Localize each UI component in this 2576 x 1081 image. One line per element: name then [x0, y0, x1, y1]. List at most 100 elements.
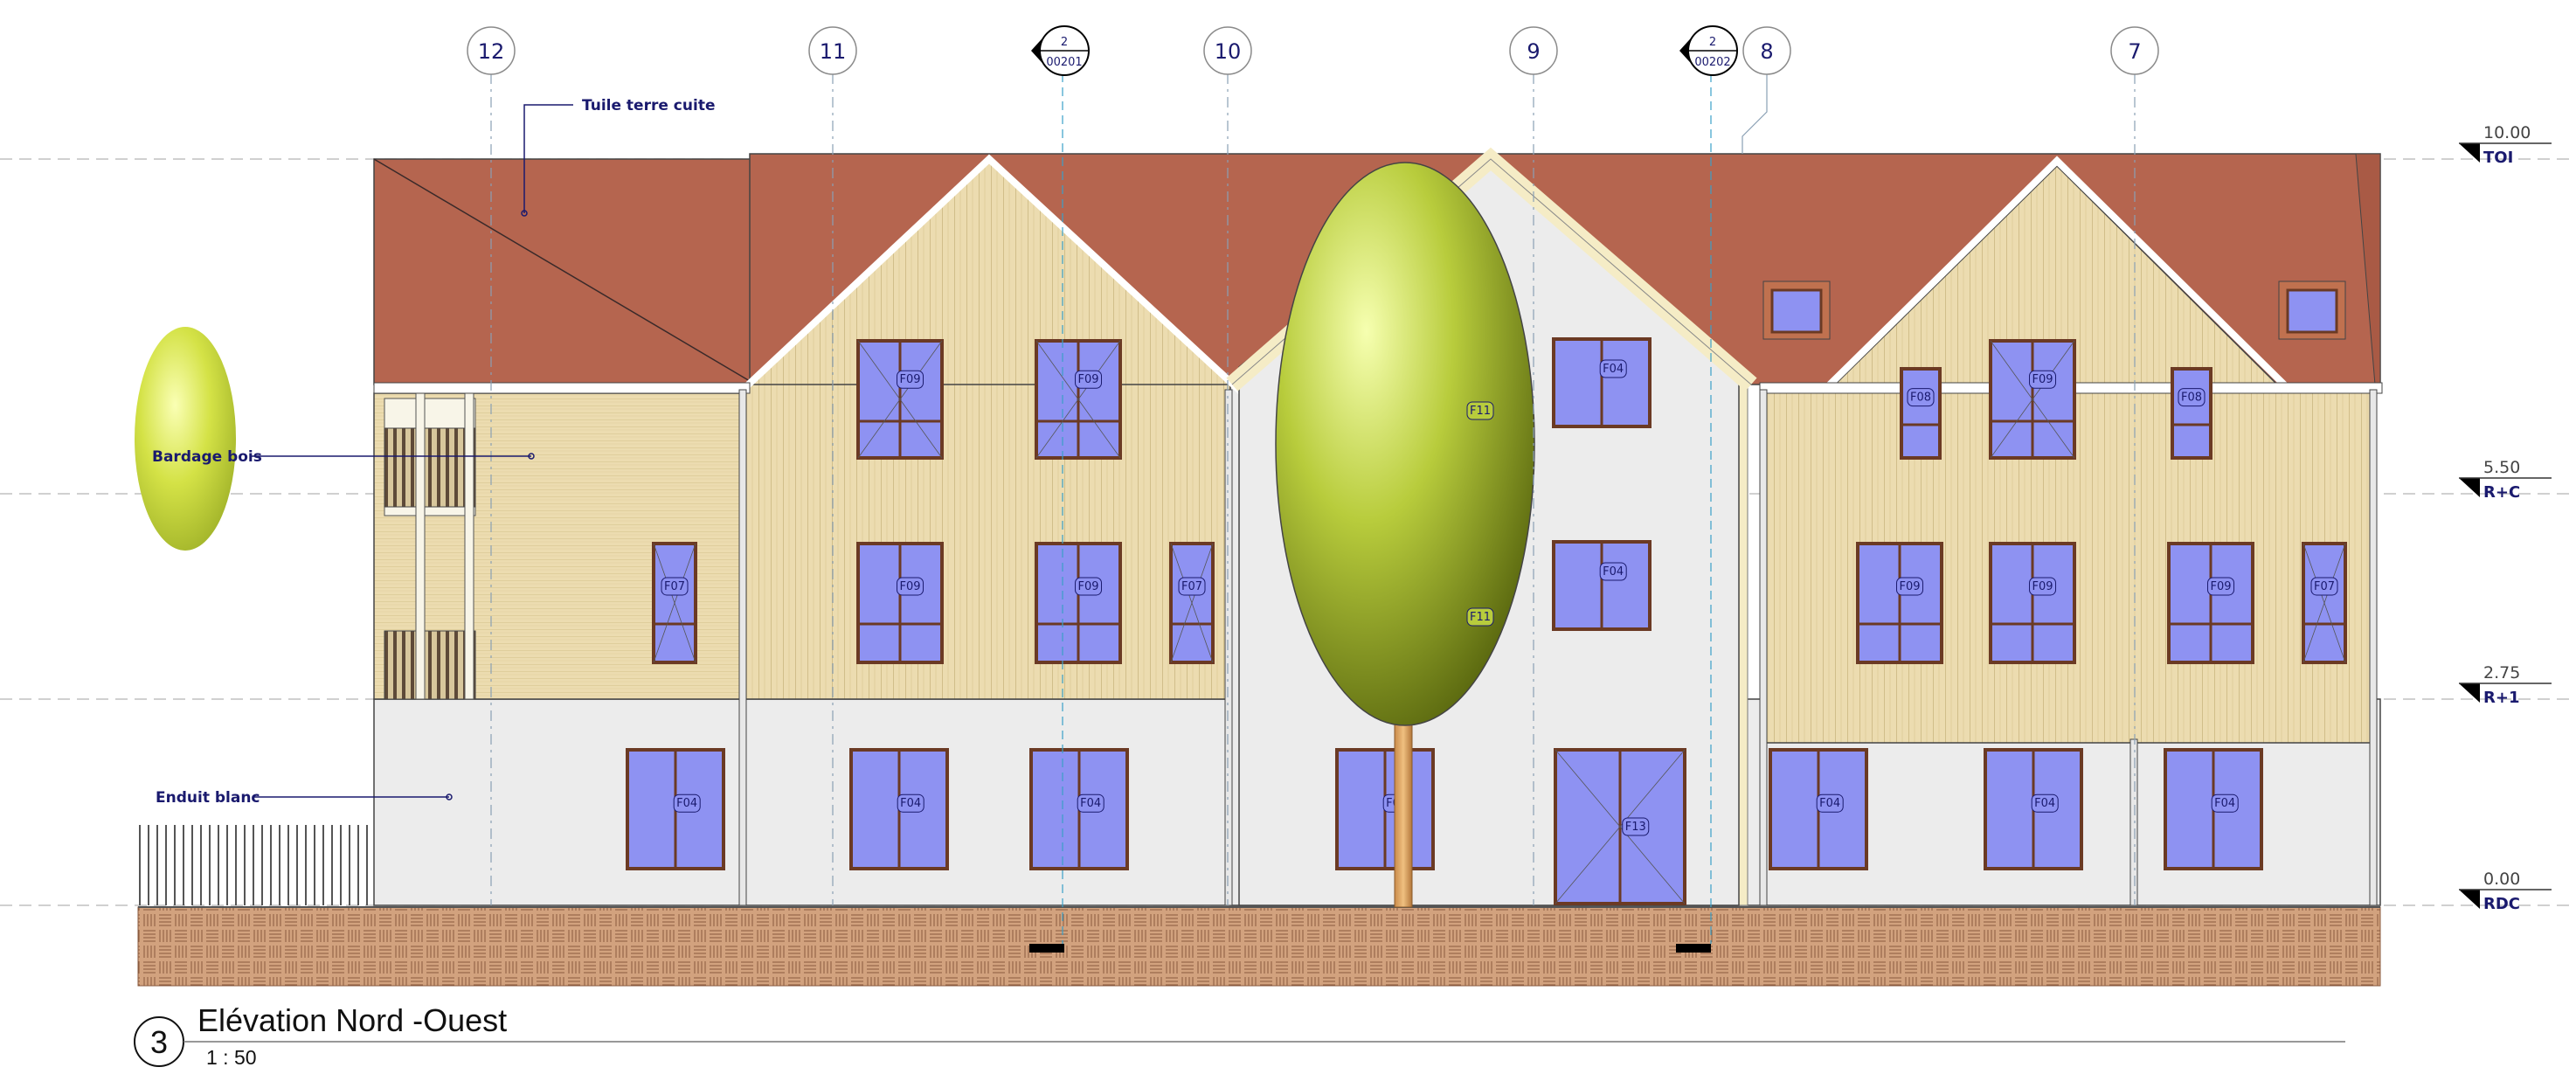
- window-f09: F09: [856, 542, 944, 664]
- level-marker-R+C: 5.50R+C: [2459, 458, 2552, 502]
- grid-head-label: 9: [1527, 39, 1540, 64]
- level-marker-arrow: [2459, 143, 2480, 163]
- window-tag-box: [2207, 577, 2235, 596]
- grid-head-circle: [2110, 26, 2159, 75]
- window-f09: F09: [2167, 542, 2254, 664]
- dormer-2: [2278, 281, 2346, 340]
- view-title: Elévation Nord -Ouest: [197, 1002, 507, 1038]
- window-tag-box: [661, 577, 689, 596]
- label-roof-tiles: Tuile terre cuite: [582, 97, 715, 114]
- window-tag: F04: [1819, 797, 1840, 810]
- window-tag-box: [2029, 577, 2057, 596]
- window-f08: F08: [1900, 367, 1942, 460]
- window-tag: F07: [664, 580, 685, 593]
- window-tag: F04: [900, 797, 921, 810]
- window-f13: F13: [1554, 748, 1686, 905]
- window-tag-box: [2031, 793, 2059, 813]
- window-tag: F09: [900, 373, 921, 386]
- window-tag: F09: [2032, 580, 2053, 593]
- tree-trunk: [1394, 717, 1413, 908]
- window-tag: F04: [1603, 363, 1624, 376]
- window-tag-box: [1622, 817, 1650, 836]
- left-balcony-top: [384, 427, 476, 508]
- window-swing-line: [653, 543, 696, 663]
- window-f09: F09: [1989, 339, 2076, 460]
- grid-head-label: 10: [1215, 39, 1242, 64]
- level-marker-arrow: [2459, 683, 2480, 703]
- grid-head-circle: [1203, 26, 1252, 75]
- roof-hip-line: [373, 158, 751, 382]
- window-f04: F04: [1552, 337, 1652, 428]
- level-marker-R+1: 2.75R+1: [2459, 663, 2552, 707]
- window-f07: F07: [2302, 542, 2347, 664]
- section-cut-lines: [1062, 73, 1712, 944]
- window-tag-box: [1907, 388, 1935, 407]
- grid-head-10: 10: [1203, 26, 1252, 75]
- window-tag-box: [1178, 577, 1206, 596]
- fence: [139, 825, 368, 905]
- eave-left: [373, 382, 751, 394]
- window-f04: F04: [2164, 748, 2263, 870]
- window-f07: F07: [1169, 542, 1215, 664]
- window-tag-f11: F11: [1466, 401, 1494, 420]
- window-swing-line: [1170, 543, 1214, 663]
- left-balcony-lower: [384, 630, 476, 700]
- window-tag-box: [1599, 359, 1627, 378]
- window-tag-box: [2178, 388, 2206, 407]
- window-tag-f11: F11: [1466, 607, 1494, 627]
- window-tag-box: [1599, 562, 1627, 581]
- window-tag: F07: [2314, 580, 2335, 593]
- section-marker-2-ref: 00202: [1694, 56, 1730, 69]
- material-leader-dots: [446, 210, 535, 800]
- window-tag: F04: [2034, 797, 2055, 810]
- grid-head-circle: [808, 26, 857, 75]
- section-mark-2: [1676, 944, 1711, 953]
- gable-11-trim: [738, 154, 1243, 394]
- window-tag-box: [1466, 401, 1494, 420]
- window-f04: F04: [1769, 748, 1868, 870]
- window-swing-line: [1555, 749, 1686, 904]
- gable-7-trim: [1822, 156, 2292, 392]
- window-f04: F04: [1335, 748, 1435, 870]
- section-marker-1-number: 2: [1061, 36, 1068, 49]
- window-tag: F04: [2214, 797, 2235, 810]
- level-value: 10.00: [2483, 123, 2531, 142]
- window-tag: F09: [2032, 373, 2053, 386]
- section-marker-2: 2 00202: [1679, 25, 1738, 76]
- label-white-render: Enduit blanc: [156, 789, 260, 807]
- window-swing-line: [1035, 340, 1121, 459]
- dormer-1: [1762, 281, 1831, 340]
- grid-head-8: 8: [1742, 26, 1791, 75]
- window-tag-box: [1075, 577, 1103, 596]
- window-tag: F07: [1181, 580, 1202, 593]
- grid-8-leader: [1742, 73, 1768, 154]
- material-leaders: [250, 104, 573, 798]
- level-value: 0.00: [2483, 870, 2520, 889]
- window-tag-box: [897, 793, 924, 813]
- grid-head-label: 11: [820, 39, 847, 64]
- level-value: 2.75: [2483, 663, 2520, 683]
- grid-head-circle: [1742, 26, 1791, 75]
- window-tag-box: [2211, 793, 2239, 813]
- level-name: R+1: [2483, 689, 2519, 707]
- section-marker-1-ref: 00201: [1046, 56, 1082, 69]
- grid-head-circle: [1509, 26, 1558, 75]
- level-marker-arrow: [2459, 478, 2480, 497]
- window-tag: F11: [1470, 611, 1491, 624]
- window-tag-box: [897, 577, 924, 596]
- grid-lines: [490, 73, 2136, 905]
- window-swing-line: [857, 340, 943, 459]
- window-swing-line: [1990, 340, 2075, 459]
- window-f09: F09: [1035, 339, 1122, 460]
- view-scale: 1 : 50: [206, 1046, 257, 1069]
- window-f07: F07: [652, 542, 697, 664]
- window-tag: F08: [2181, 392, 2202, 405]
- window-tag: F08: [1910, 392, 1931, 405]
- window-tag: F04: [1603, 565, 1624, 579]
- left-wing-post-1: [415, 392, 426, 700]
